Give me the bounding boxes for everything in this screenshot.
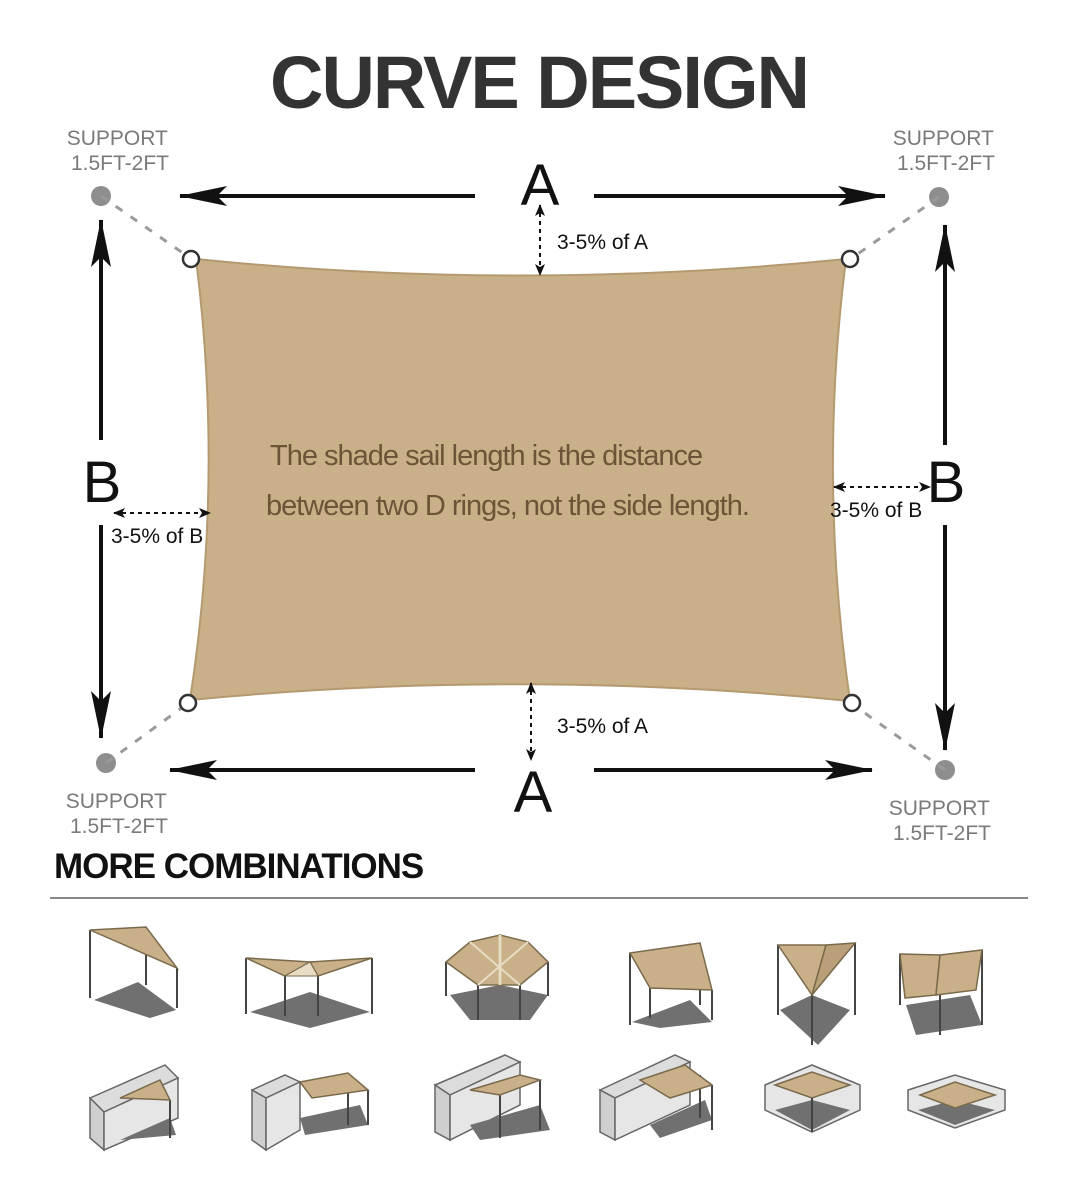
courtyard-square-sail-icon: [764, 1064, 861, 1133]
wall-triangle-sail-icon: [88, 1064, 180, 1152]
right-b-label: B: [927, 450, 966, 515]
double-square-sail-icon: [899, 949, 983, 1035]
top-offset-label: 3-5% of A: [557, 231, 648, 254]
combinations-heading: MORE COMBINATIONS: [54, 847, 423, 886]
d-ring-bottom-right: [842, 693, 862, 713]
left-offset-label: 3-5% of B: [111, 525, 203, 548]
courtyard-diamond-sail-icon: [907, 1074, 1006, 1129]
double-triangle-sail-icon: [245, 957, 373, 1028]
wall-double-sail-icon: [433, 1054, 550, 1142]
page-title: CURVE DESIGN: [270, 41, 808, 124]
d-rings: [178, 249, 862, 713]
d-ring-top-left: [181, 249, 201, 269]
hexagon-sail-icon: [444, 934, 550, 1020]
d-ring-top-right: [840, 249, 860, 269]
support-label-bottom-left: SUPPORT 1.5FT-2FT: [66, 790, 173, 838]
shade-sail: [188, 257, 852, 703]
d-ring-bottom-left: [178, 693, 198, 713]
right-offset-label: 3-5% of B: [830, 499, 922, 522]
left-b-label: B: [83, 450, 122, 515]
square-sail-icon: [628, 942, 713, 1028]
support-label-bottom-right: SUPPORT 1.5FT-2FT: [889, 797, 996, 845]
support-label-top-right: SUPPORT 1.5FT-2FT: [893, 127, 1000, 175]
sail-note-line-1: The shade sail length is the distance: [270, 440, 702, 472]
bottom-offset-label: 3-5% of A: [557, 715, 648, 738]
triangle-sail-icon: [89, 926, 180, 1018]
sail-note-line-2: between two D rings, not the side length…: [266, 490, 749, 522]
support-label-top-left: SUPPORT 1.5FT-2FT: [67, 127, 174, 175]
tension-lines: [100, 194, 946, 772]
crossed-triangle-sail-icon: [776, 942, 857, 1045]
wall-square-sail-icon: [250, 1072, 370, 1152]
bottom-a-label: A: [514, 760, 553, 825]
wall-angled-sail-icon: [598, 1054, 714, 1142]
